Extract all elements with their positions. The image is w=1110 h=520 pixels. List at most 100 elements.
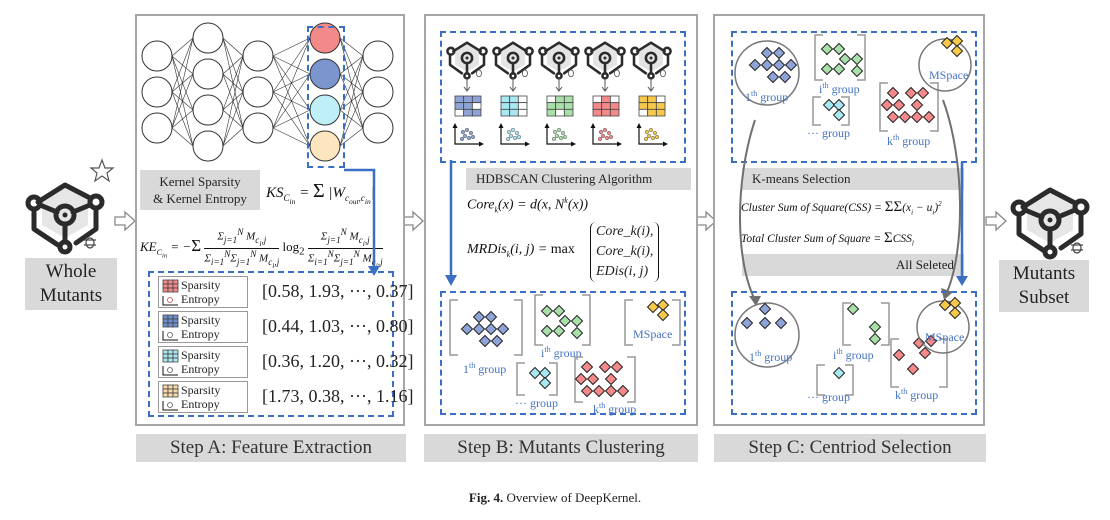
mutant-point	[646, 300, 660, 314]
mutant-dot	[649, 56, 653, 60]
data-point	[597, 136, 603, 142]
group-label: MSpace	[633, 327, 672, 341]
bracket-right	[857, 34, 866, 81]
grid-cell	[162, 314, 169, 320]
bug-icon	[475, 69, 482, 78]
group-label: 1th group	[749, 349, 792, 364]
kernel-node	[309, 94, 341, 126]
cluster-bracket	[814, 34, 866, 81]
mutant-point	[832, 108, 846, 122]
mutant-point	[472, 322, 486, 336]
nn-node	[362, 76, 394, 108]
nn-connection	[272, 37, 311, 129]
data-point	[562, 134, 568, 140]
data-point	[598, 129, 604, 135]
grid-cell	[609, 102, 620, 110]
grid-cell	[167, 314, 174, 320]
grid-cell	[500, 102, 511, 110]
data-point	[466, 135, 472, 141]
nn-node	[141, 76, 173, 108]
grid-cell	[517, 95, 528, 104]
feature-map-icon	[454, 95, 482, 117]
step-b-label: Step B: Mutants Clustering	[424, 434, 698, 462]
whole-mutants-label: Whole Mutants	[25, 258, 117, 310]
nn-connection	[171, 109, 194, 129]
data-point	[648, 127, 654, 133]
data-point	[460, 129, 466, 135]
kernel-node	[309, 130, 341, 162]
feature-vector: [0.44, 1.03, ···, 0.80]	[262, 316, 414, 336]
grid-cell	[463, 102, 473, 110]
nn-node	[192, 58, 224, 90]
mutant-edge	[608, 53, 624, 75]
grid-cell	[172, 384, 179, 390]
sparsity-grid-icon	[162, 384, 179, 398]
group-name: group	[829, 82, 860, 96]
ks-formula: KSCin = Σ |Wcout,cin|	[266, 180, 375, 206]
group-label: ··· group	[807, 126, 850, 140]
axis-arrow	[663, 141, 668, 147]
data-point	[652, 130, 658, 136]
ordinal-suffix: th	[836, 347, 842, 356]
data-point	[510, 127, 516, 133]
grid-cell	[167, 318, 174, 324]
group-label: kth group	[895, 387, 938, 402]
grid-cell	[638, 108, 649, 117]
mutant-point	[610, 360, 624, 374]
data-point	[516, 134, 522, 140]
mutant-point	[906, 362, 920, 376]
grid-cell	[162, 349, 169, 355]
mutant-point	[832, 366, 846, 380]
axis	[162, 366, 178, 376]
mutant-point	[592, 384, 606, 398]
grid-cell	[601, 108, 611, 117]
sparsity-grid-icon	[162, 349, 179, 363]
all-selected-label: All Seleted	[742, 254, 964, 276]
bracket-left	[449, 299, 458, 356]
ordinal-suffix: th	[469, 361, 475, 370]
axis	[638, 126, 665, 145]
group-name: group	[605, 402, 636, 416]
grid-cell	[167, 287, 174, 293]
grid-cell	[167, 322, 174, 328]
group-label: ith group	[833, 347, 874, 362]
data-point	[644, 129, 650, 135]
grid-cell	[546, 95, 557, 104]
ordinal-suffix: th	[544, 345, 550, 354]
grid-cell	[454, 95, 465, 104]
mutant-point	[868, 320, 882, 334]
mutant-point	[558, 314, 572, 328]
mutant-point	[772, 46, 786, 60]
grid-cell	[167, 384, 174, 390]
nn-connection	[222, 37, 244, 57]
entropy-label: Entropy	[181, 362, 220, 376]
scatter-plot-icon	[636, 123, 668, 147]
data-point	[167, 402, 173, 408]
nn-connection	[171, 37, 194, 93]
mutant-edge	[562, 53, 578, 75]
data-point	[464, 127, 470, 133]
nn-node	[242, 40, 274, 72]
grid-cell	[463, 108, 473, 117]
down-arrow-head	[463, 86, 471, 92]
mutant-point	[472, 310, 486, 324]
flow-arrow-icon	[114, 210, 136, 232]
grid-cell	[172, 353, 179, 359]
kernel-feature-icon	[162, 314, 179, 341]
mutant-edge	[632, 53, 648, 75]
mutant-icon	[492, 41, 534, 80]
kernel-feature-icon	[162, 349, 179, 376]
nn-connection	[272, 37, 311, 57]
grid-cell	[638, 95, 649, 104]
group-name: group	[907, 388, 938, 402]
nn-connection	[222, 55, 244, 147]
grid-cell	[172, 279, 179, 285]
axis-arrow	[525, 141, 530, 147]
grid-cell	[162, 353, 169, 359]
flow-arrow-icon	[402, 210, 424, 232]
mutant-edge	[636, 41, 666, 53]
